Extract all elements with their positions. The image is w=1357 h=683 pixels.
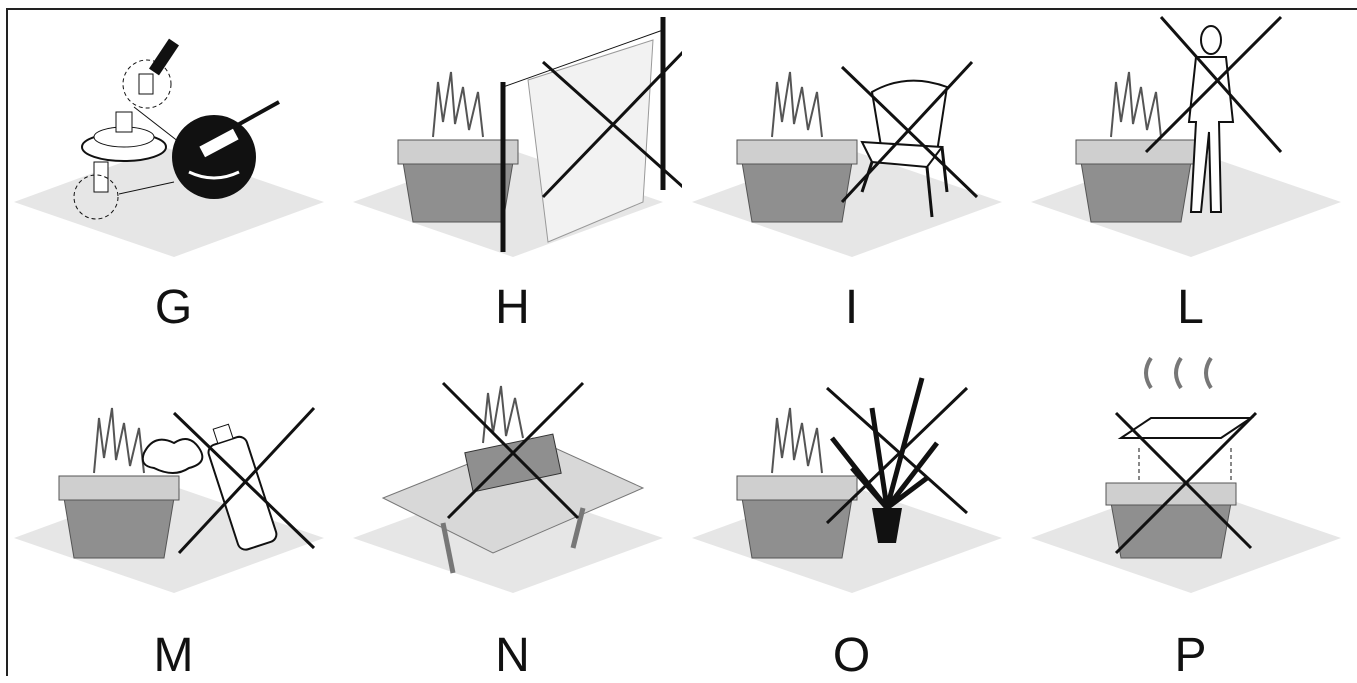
panel-letter-m: M <box>4 628 343 683</box>
fireplace-on-table-illustration <box>343 348 682 598</box>
plant-near-fireplace-illustration <box>682 348 1021 598</box>
panel-letter-h: H <box>343 280 682 335</box>
panel-letter-g: G <box>4 280 343 335</box>
curtain-near-fireplace-illustration <box>343 12 682 262</box>
panel-letter-l: L <box>1021 280 1357 335</box>
panel-h: H <box>343 12 682 342</box>
spray-near-fireplace-illustration <box>4 348 343 598</box>
gas-regulator-leak-test-illustration <box>4 12 343 262</box>
panel-n: N <box>343 348 682 678</box>
person-near-fireplace-illustration <box>1021 12 1357 262</box>
panel-l: L <box>1021 12 1357 342</box>
panel-g: G <box>4 12 343 342</box>
panel-i: I <box>682 12 1021 342</box>
panel-letter-p: P <box>1021 628 1357 683</box>
panel-p: P <box>1021 348 1357 678</box>
panel-letter-n: N <box>343 628 682 683</box>
panel-letter-o: O <box>682 628 1021 683</box>
panel-m: M <box>4 348 343 678</box>
covered-fireplace-illustration <box>1021 348 1357 598</box>
panel-letter-i: I <box>682 280 1021 335</box>
chair-near-fireplace-illustration <box>682 12 1021 262</box>
panel-o: O <box>682 348 1021 678</box>
